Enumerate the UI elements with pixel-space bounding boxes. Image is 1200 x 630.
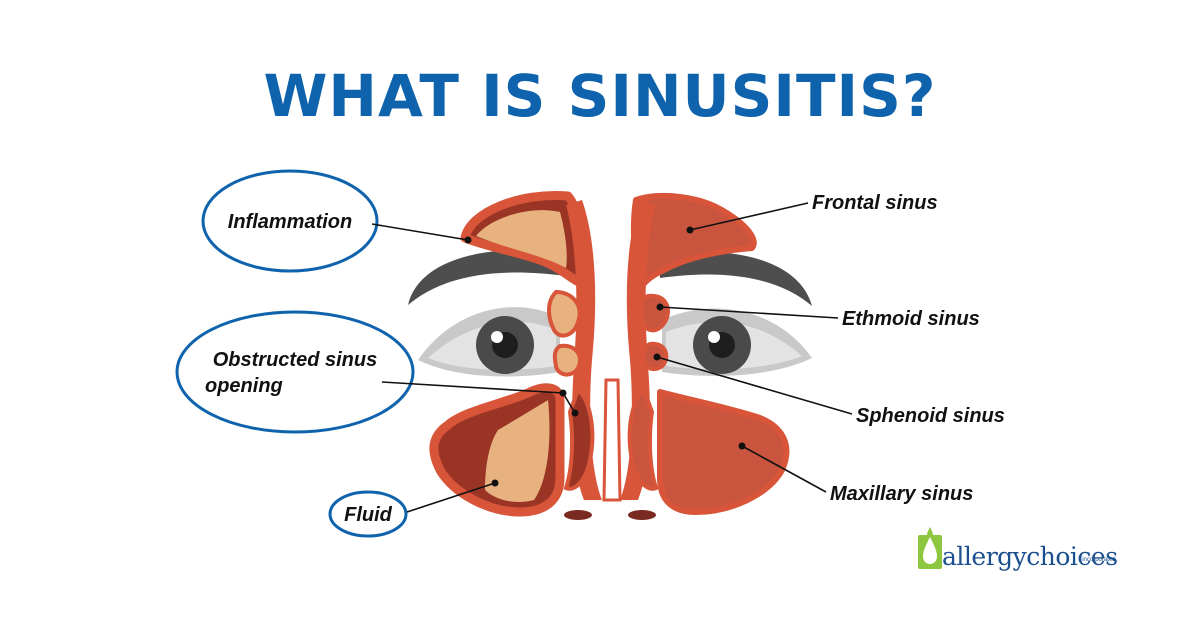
leader-ethmoid	[659, 306, 839, 319]
label-maxillary-sinus: Maxillary sinus	[830, 483, 973, 505]
leader-obstructed-b	[562, 392, 576, 414]
left-nostril	[564, 510, 592, 520]
label-frontal-sinus: Frontal sinus	[812, 192, 938, 214]
label-inflammation: Inflammation	[228, 211, 352, 233]
left-sphenoid-sinus	[552, 343, 582, 377]
label-sphenoid-sinus: Sphenoid sinus	[856, 405, 1005, 427]
logo-text: allergychoices	[942, 542, 1118, 571]
right-eyebrow	[660, 251, 812, 306]
leader-sphenoid	[656, 356, 853, 415]
left-eyebrow	[408, 250, 566, 305]
right-ethmoid-sinus	[639, 293, 670, 333]
leader-dot	[656, 303, 664, 311]
label-fluid: Fluid	[344, 504, 393, 526]
leader-frontal	[689, 202, 809, 231]
leader-dot	[686, 226, 694, 234]
right-maxillary-sinus	[657, 389, 790, 515]
fluid-bubble	[328, 490, 408, 538]
leader-maxillary	[741, 445, 827, 493]
right-eye	[662, 308, 812, 376]
droplet-icon	[918, 527, 942, 569]
allergychoices-logo: allergychoices incorporated	[918, 527, 1118, 569]
left-eye	[418, 307, 560, 377]
right-turbinate	[627, 386, 659, 491]
left-ethmoid-sinus	[547, 289, 582, 338]
logo-tagline: incorporated	[1082, 557, 1116, 563]
obstructed-bubble	[175, 310, 415, 434]
leader-fluid	[406, 482, 496, 513]
inflammation-bubble	[201, 169, 379, 273]
page-title: WHAT IS SINUSITIS?	[263, 62, 937, 130]
leader-inflammation	[371, 223, 469, 241]
leader-dot	[491, 479, 499, 487]
label-ethmoid-sinus: Ethmoid sinus	[842, 308, 980, 330]
leader-dot	[738, 442, 746, 450]
nasal-septum	[602, 378, 622, 502]
left-maxillary-fluid	[485, 400, 550, 502]
left-frontal-inflammation	[476, 210, 567, 268]
right-nostril	[628, 510, 656, 520]
label-obstructed-line1: Obstructed sinus	[213, 349, 377, 371]
leader-dot	[571, 409, 579, 417]
label-obstructed-line2: opening	[205, 375, 283, 397]
leader-dot	[464, 236, 472, 244]
leader-dot	[653, 353, 661, 361]
leader-obstructed	[381, 381, 564, 394]
